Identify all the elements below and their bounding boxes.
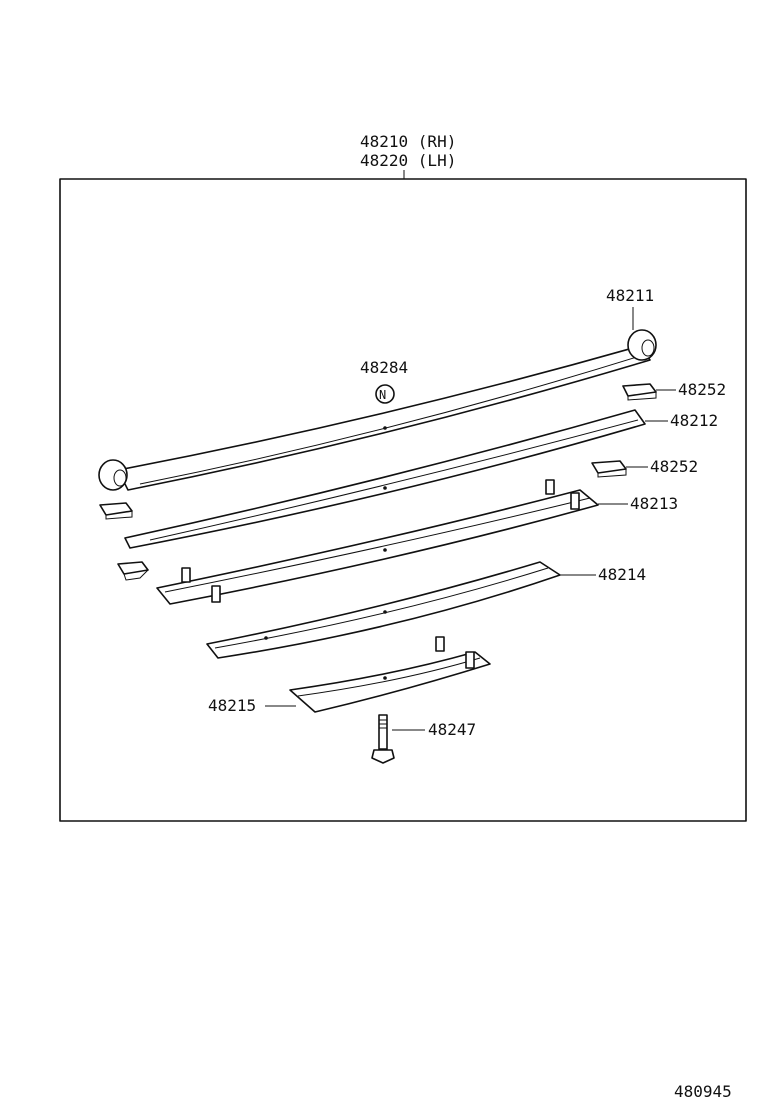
part-label-48214: 48214 [598, 565, 647, 584]
part-label-48213: 48213 [630, 494, 679, 513]
silencer-pad-48252-lower [591, 460, 627, 478]
assembly-label-rh: 48210 (RH) [360, 132, 457, 151]
part-label-48211: 48211 [606, 286, 655, 305]
silencer-pad-48252-upper [622, 383, 657, 401]
leaf-spring-48215 [289, 636, 491, 713]
leaf-spring-main-48211 [98, 329, 657, 491]
part-label-48215: 48215 [208, 696, 257, 715]
leaf-spring-48212 [124, 409, 646, 549]
figure-number: 480945 [674, 1082, 732, 1101]
silencer-pad-left-lower [117, 561, 149, 581]
non-reusable-symbol [375, 384, 395, 404]
silencer-pad-left-upper [99, 502, 133, 520]
assembly-frame [59, 178, 747, 822]
leaf-spring-48213 [156, 479, 599, 605]
center-bolt-48247 [371, 714, 395, 764]
part-label-48212: 48212 [670, 411, 719, 430]
part-label-48284: 48284 [360, 358, 409, 377]
part-label-48247: 48247 [428, 720, 477, 739]
non-reusable-letter: N [379, 388, 387, 402]
part-label-48252-upper: 48252 [678, 380, 727, 399]
part-label-48252-lower: 48252 [650, 457, 699, 476]
assembly-label-lh: 48220 (LH) [360, 151, 457, 170]
